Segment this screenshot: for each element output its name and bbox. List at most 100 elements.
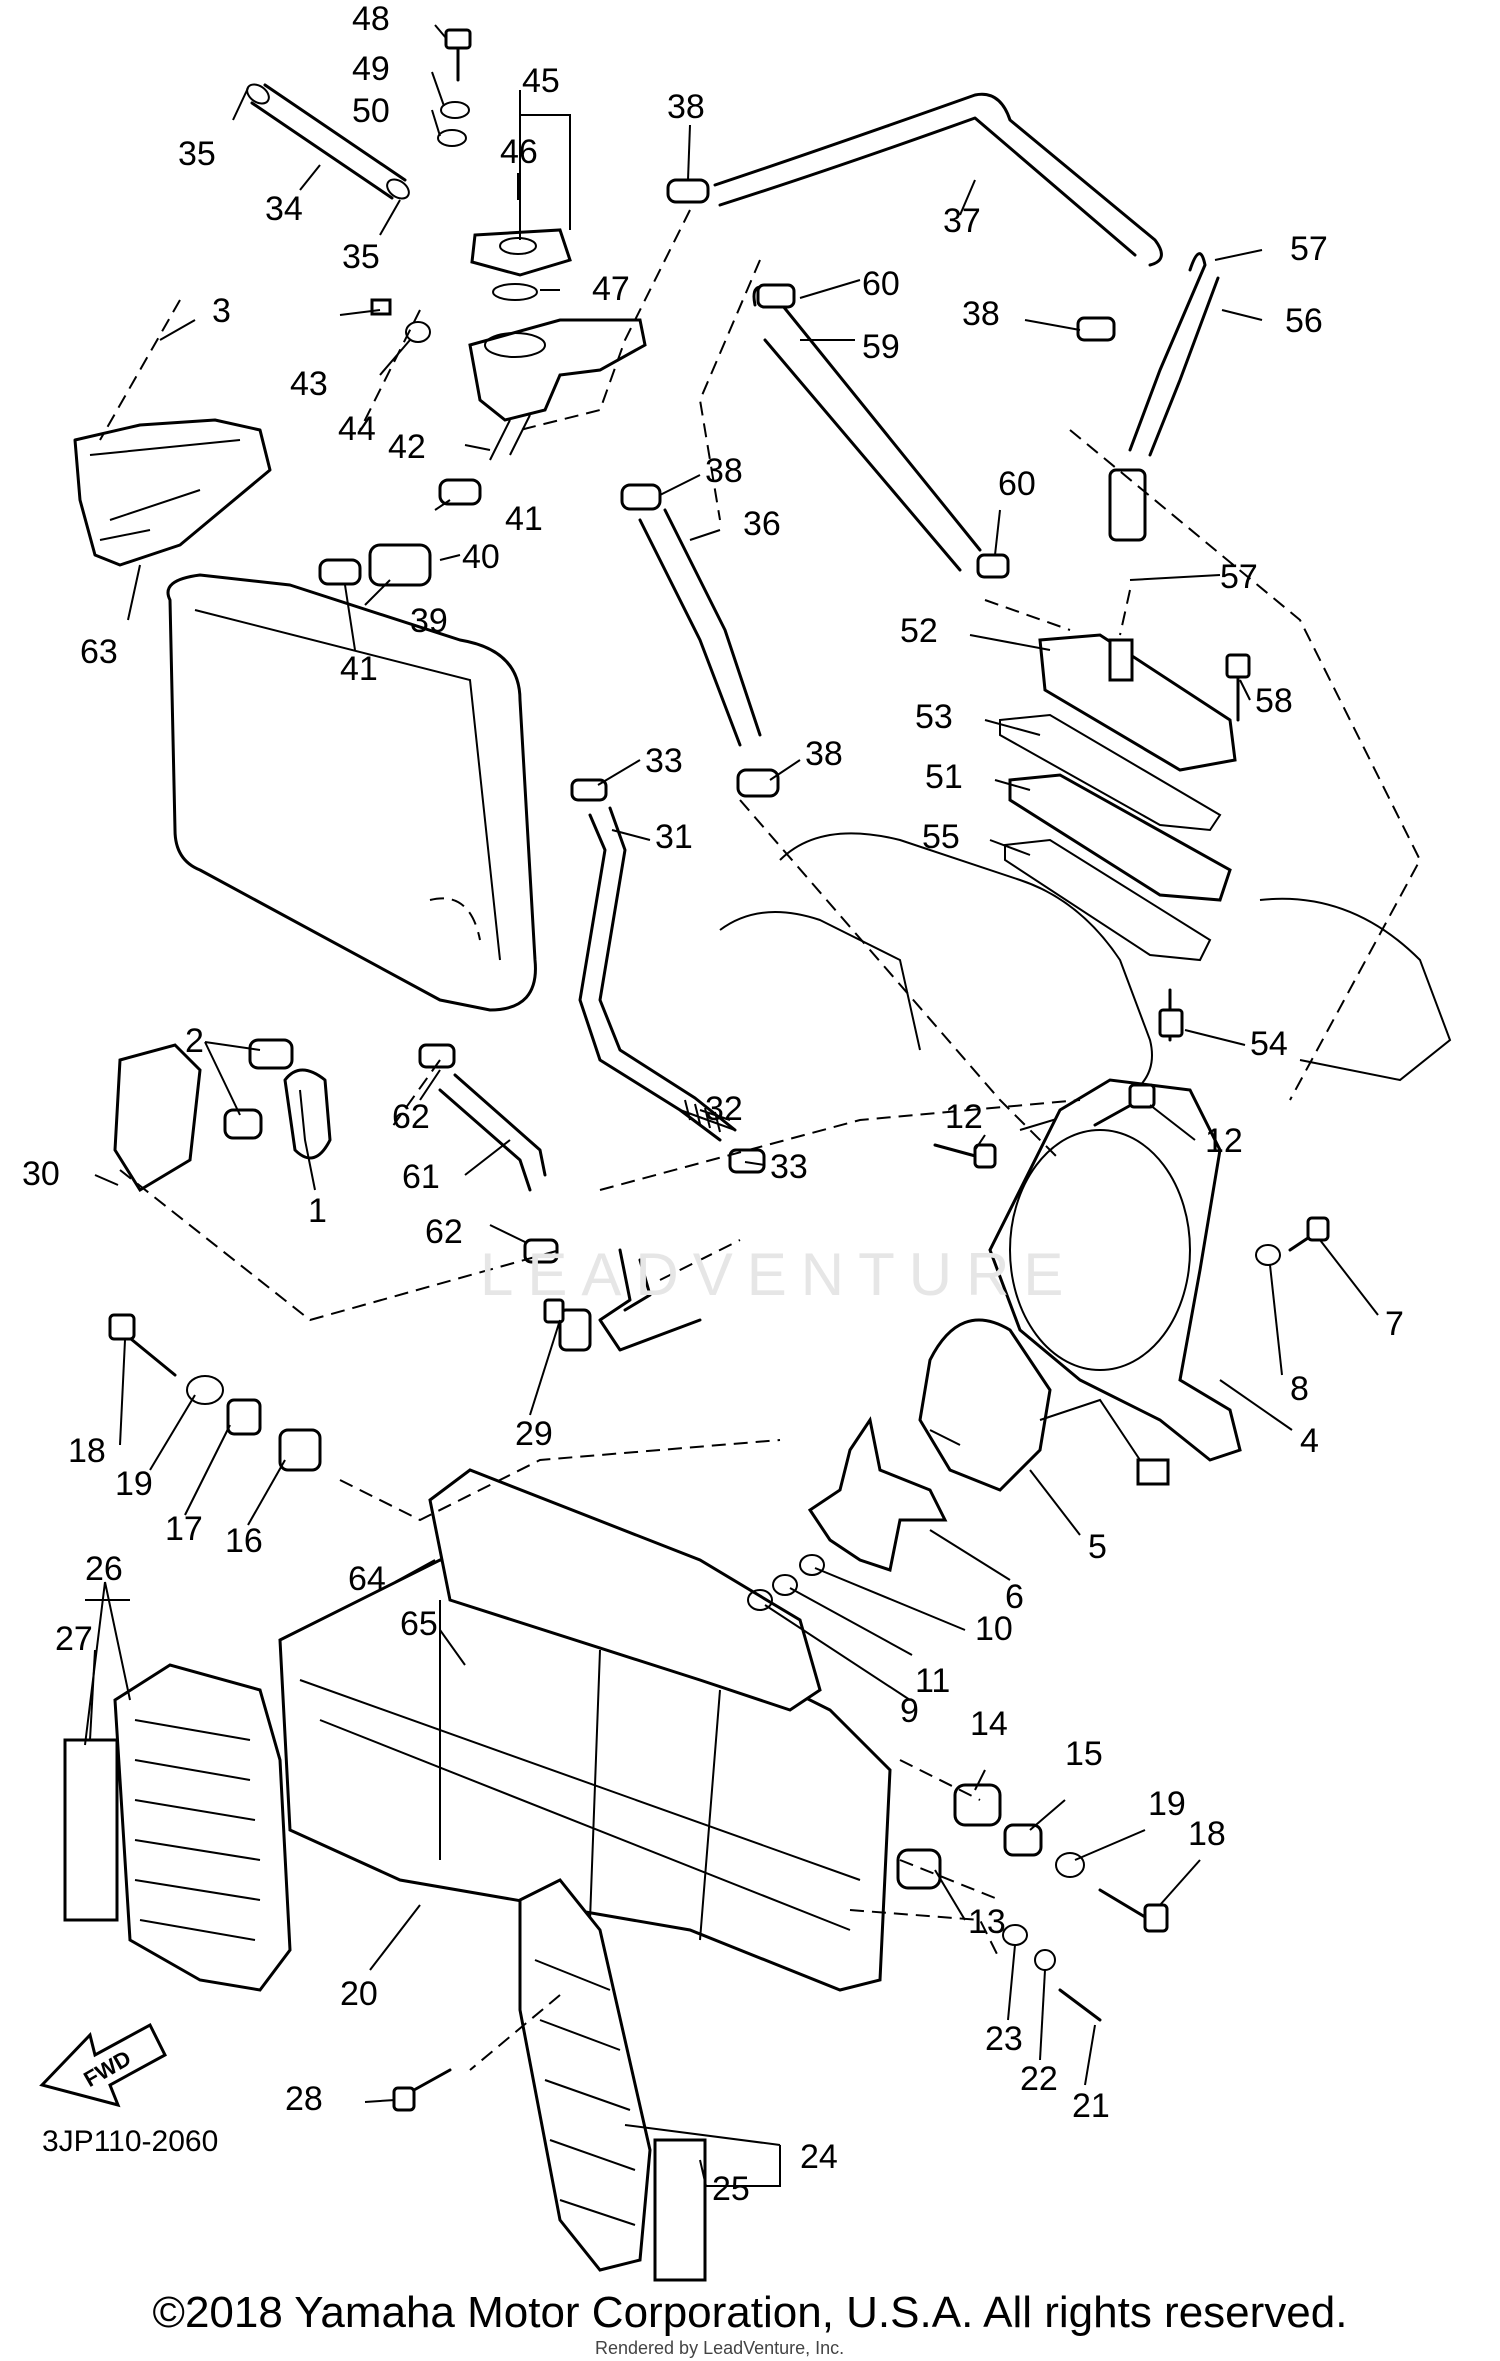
callout-22: 22 bbox=[1020, 2060, 1058, 2098]
callout-60-mid: 60 bbox=[998, 465, 1036, 503]
callout-21: 21 bbox=[1072, 2087, 1110, 2125]
callout-45: 45 bbox=[522, 62, 560, 100]
callout-53: 53 bbox=[915, 698, 953, 736]
callout-61: 61 bbox=[402, 1158, 440, 1196]
callout-labels: 48 49 50 45 46 35 34 35 38 37 57 56 3 43… bbox=[22, 0, 1404, 2208]
callout-6: 6 bbox=[1005, 1578, 1024, 1616]
leader-lines bbox=[84, 24, 1379, 2187]
gasket-55 bbox=[1004, 838, 1212, 962]
radiator-cap bbox=[470, 228, 572, 277]
callout-55: 55 bbox=[922, 818, 960, 856]
callout-20: 20 bbox=[340, 1975, 378, 2013]
callout-35-top: 35 bbox=[178, 135, 216, 173]
o-ring-47 bbox=[492, 283, 538, 301]
housing-51 bbox=[1008, 773, 1232, 902]
callout-24: 24 bbox=[800, 2138, 838, 2176]
callout-54: 54 bbox=[1250, 1025, 1288, 1063]
parts-artwork bbox=[39, 28, 1452, 2282]
copyright-notice: ©2018 Yamaha Motor Corporation, U.S.A. A… bbox=[152, 2288, 1348, 2337]
emblem-27 bbox=[63, 1738, 119, 1922]
callout-51: 51 bbox=[925, 758, 963, 796]
callout-29: 29 bbox=[515, 1415, 553, 1453]
radiator-cover-left bbox=[113, 1663, 292, 1992]
hose-37 bbox=[713, 92, 1163, 267]
callout-63: 63 bbox=[80, 633, 118, 671]
callout-30: 30 bbox=[22, 1155, 60, 1193]
callout-33-upper: 33 bbox=[645, 742, 683, 780]
callout-13: 13 bbox=[968, 1903, 1006, 1941]
callout-14: 14 bbox=[970, 1705, 1008, 1743]
callout-44: 44 bbox=[338, 410, 376, 448]
callout-28: 28 bbox=[285, 2080, 323, 2118]
callout-18-right: 18 bbox=[1188, 1815, 1226, 1853]
callout-38-lower: 38 bbox=[805, 735, 843, 773]
callout-59: 59 bbox=[862, 328, 900, 366]
callout-25: 25 bbox=[712, 2170, 750, 2208]
callout-16: 16 bbox=[225, 1522, 263, 1560]
callout-3: 3 bbox=[212, 292, 231, 330]
callout-42: 42 bbox=[388, 428, 426, 466]
callout-65: 65 bbox=[400, 1605, 438, 1643]
callout-62-lower: 62 bbox=[425, 1213, 463, 1251]
callout-19-left: 19 bbox=[115, 1465, 153, 1503]
callout-8: 8 bbox=[1290, 1370, 1309, 1408]
callout-56: 56 bbox=[1285, 302, 1323, 340]
callout-1: 1 bbox=[308, 1192, 327, 1230]
watermark: LEADVENTURE bbox=[480, 1241, 1078, 1308]
callout-58: 58 bbox=[1255, 682, 1293, 720]
engine-outline bbox=[719, 832, 1452, 1131]
callout-48: 48 bbox=[352, 0, 390, 38]
callout-62-upper: 62 bbox=[392, 1098, 430, 1136]
callout-33-lower: 33 bbox=[770, 1148, 808, 1186]
callout-17: 17 bbox=[165, 1510, 203, 1548]
callout-35-mid: 35 bbox=[342, 238, 380, 276]
callout-57-mid: 57 bbox=[1220, 558, 1258, 596]
callout-57-top: 57 bbox=[1290, 230, 1328, 268]
radiator-upper-tank bbox=[428, 1468, 822, 1712]
callout-12-left: 12 bbox=[945, 1098, 983, 1136]
hose-34 bbox=[250, 83, 407, 200]
callout-4: 4 bbox=[1300, 1422, 1319, 1460]
callout-32: 32 bbox=[705, 1090, 743, 1128]
callout-64: 64 bbox=[348, 1560, 386, 1598]
filler-neck bbox=[468, 318, 647, 422]
elbow-1 bbox=[283, 1068, 332, 1160]
callout-34: 34 bbox=[265, 190, 303, 228]
callout-9: 9 bbox=[900, 1692, 919, 1730]
callout-41-lower: 41 bbox=[340, 650, 378, 688]
callout-40: 40 bbox=[462, 538, 500, 576]
callout-19-right: 19 bbox=[1148, 1785, 1186, 1823]
emblem-25 bbox=[653, 2138, 707, 2282]
callout-5: 5 bbox=[1088, 1528, 1107, 1566]
callout-47: 47 bbox=[592, 270, 630, 308]
thermostat-cover-52 bbox=[1038, 633, 1237, 772]
radiator-cover-right bbox=[518, 1878, 652, 2272]
fan-motor bbox=[918, 1318, 1052, 1492]
reservoir-tank bbox=[166, 573, 537, 1012]
hose-61 bbox=[438, 1073, 547, 1192]
callout-38-mid: 38 bbox=[705, 452, 743, 490]
hose-31 bbox=[578, 806, 737, 1142]
callout-41-upper: 41 bbox=[505, 500, 543, 538]
callout-37: 37 bbox=[943, 202, 981, 240]
callout-38-top: 38 bbox=[667, 88, 705, 126]
fan-shroud bbox=[988, 1078, 1242, 1462]
spring-32 bbox=[679, 1099, 736, 1133]
callout-52: 52 bbox=[900, 612, 938, 650]
callout-31: 31 bbox=[655, 818, 693, 856]
callout-46: 46 bbox=[500, 133, 538, 171]
callout-36: 36 bbox=[743, 505, 781, 543]
diagram-code: 3JP110-2060 bbox=[42, 2125, 219, 2158]
callout-10: 10 bbox=[975, 1610, 1013, 1648]
reservoir-cover bbox=[73, 418, 272, 567]
gasket-53 bbox=[999, 713, 1222, 832]
callout-50: 50 bbox=[352, 92, 390, 130]
hose-56 bbox=[1128, 252, 1220, 457]
callout-39: 39 bbox=[410, 602, 448, 640]
callout-12-right: 12 bbox=[1205, 1122, 1243, 1160]
callout-2: 2 bbox=[185, 1022, 204, 1060]
callout-38-right: 38 bbox=[962, 295, 1000, 333]
hose-36 bbox=[638, 508, 762, 747]
callout-11: 11 bbox=[915, 1662, 950, 1700]
